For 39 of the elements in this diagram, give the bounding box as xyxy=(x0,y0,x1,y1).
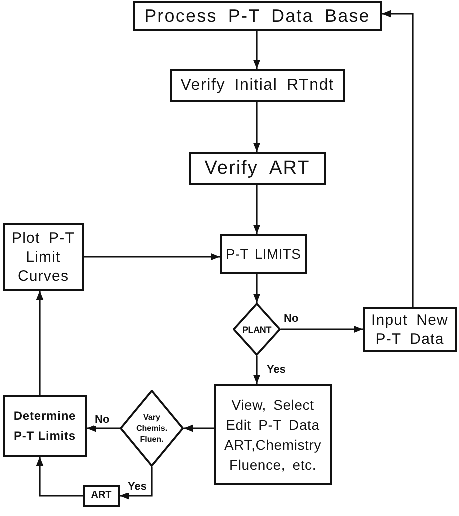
process-box xyxy=(214,384,332,485)
arrow xyxy=(253,31,261,69)
step-label: P-T LIMITS xyxy=(226,245,302,263)
decision-label: PLANT xyxy=(242,324,272,334)
process-box xyxy=(3,395,87,457)
step-label: Determine P-T Limits xyxy=(14,408,76,445)
arrow xyxy=(87,424,120,432)
process-box xyxy=(170,69,345,102)
arrow xyxy=(253,356,261,384)
arrow xyxy=(382,10,414,307)
arrow xyxy=(36,457,83,497)
process-box xyxy=(83,485,120,507)
process-box xyxy=(133,1,382,31)
process-box xyxy=(189,152,326,185)
step-label: Verify Initial RTndt xyxy=(180,76,334,96)
arrow xyxy=(253,274,261,303)
decision-label: Vary Chemis. Fluen. xyxy=(136,412,168,445)
step-label: Input New P-T Data xyxy=(370,310,450,348)
edge-label: Yes xyxy=(266,364,287,376)
step-label: View, Select Edit P-T Data ART,Chemistry Fluence, etc. xyxy=(224,396,322,474)
arrow xyxy=(281,326,363,334)
step-label: Plot P-T Limit Curves xyxy=(11,228,76,286)
decision-diamond xyxy=(233,303,281,356)
step-label: Verify ART xyxy=(204,158,310,180)
step-label: Process P-T Data Base xyxy=(144,5,370,27)
arrow xyxy=(84,253,220,261)
step-label: ART xyxy=(91,490,112,502)
edge-label: Yes xyxy=(127,481,148,493)
arrow xyxy=(253,185,261,234)
arrow xyxy=(120,467,153,500)
decision-diamond xyxy=(120,390,184,467)
arrow xyxy=(36,291,44,395)
arrow xyxy=(184,424,214,432)
process-box xyxy=(363,307,457,352)
process-box xyxy=(3,223,84,291)
edge-label: No xyxy=(94,414,111,426)
process-box xyxy=(220,234,307,274)
arrow xyxy=(253,102,261,152)
edge-label: No xyxy=(283,313,300,325)
